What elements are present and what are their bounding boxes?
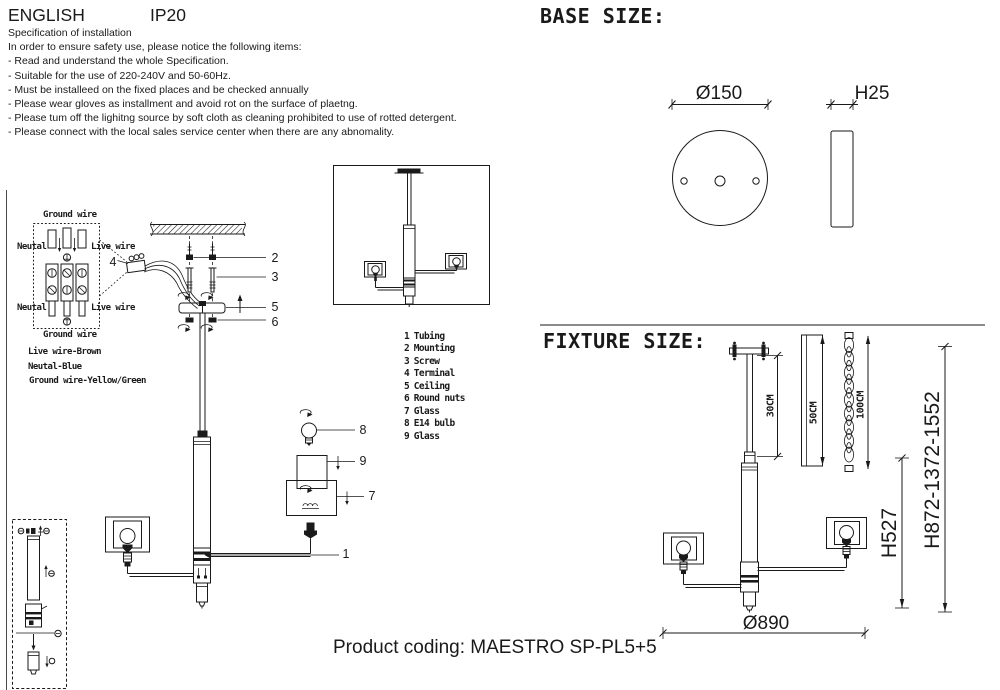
fixture-diameter-label: Ø890 <box>742 613 790 634</box>
fixture-size-title: FIXTURE SIZE: <box>543 329 707 353</box>
callout-glass-inner: 9 <box>359 454 367 468</box>
callout-round-nuts: 6 <box>271 315 279 329</box>
base-height-label: H25 <box>854 83 890 104</box>
wiring-diagram-drawing <box>33 223 128 329</box>
assembled-view-inset <box>333 165 490 307</box>
spec-item: - Must be installeed on the fixed places… <box>8 83 309 96</box>
callout-e14-bulb: 8 <box>359 423 367 437</box>
callout-glass-outer: 7 <box>368 489 376 503</box>
spec-title: Specification of installation <box>8 27 132 39</box>
chain-length-label: 100CM <box>855 390 867 420</box>
spec-intro: In order to ensure safety use, please no… <box>8 41 302 54</box>
callout-terminal: 4 <box>109 255 117 269</box>
spec-section: Specification of installation In order t… <box>8 26 457 140</box>
neutral-top-label: Neutal <box>17 242 47 252</box>
base-size-title: BASE SIZE: <box>540 4 666 28</box>
spec-item: - Read and understand the whole Specific… <box>8 55 229 68</box>
extension-rod-label: 50CM <box>808 401 820 425</box>
rod-length-label: 30CM <box>765 394 777 418</box>
spec-item: - Please wear gloves as installment and … <box>8 98 358 111</box>
neutral-bottom-label: Neutal <box>17 303 47 313</box>
ground-wire-top-label: Ground wire <box>43 210 97 220</box>
callout-tubing: 1 <box>342 547 350 561</box>
callout-ceiling: 5 <box>271 300 279 314</box>
language-label: ENGLISH <box>8 5 85 25</box>
spec-item: - Please tum off the lighitng source by … <box>8 112 457 125</box>
live-wire-top-label: Live wire <box>91 242 135 252</box>
base-size-drawing <box>668 99 858 228</box>
fixture-height-label: H527 <box>878 507 901 559</box>
base-diameter-label: Ø150 <box>695 83 743 104</box>
ground-wire-bottom-label: Ground wire <box>43 330 97 340</box>
legend-neutral-wire: Neutal-Blue <box>28 362 82 372</box>
fixture-size-drawing <box>540 324 985 639</box>
installation-drawing <box>105 221 364 609</box>
callout-mounting: 2 <box>271 251 279 265</box>
spec-item: - Suitable for the use of 220-240V and 5… <box>8 69 231 82</box>
legend-ground-wire: Ground wire-Yellow/Green <box>29 376 146 386</box>
legend-live-wire: Live wire-Brown <box>28 347 102 357</box>
callout-screw: 3 <box>271 270 279 284</box>
live-wire-bottom-label: Live wire <box>91 303 135 313</box>
column-detail-inset <box>12 519 67 689</box>
spec-item: - Please connect with the local sales se… <box>8 126 395 139</box>
overall-height-label: H872-1372-1552 <box>921 391 944 549</box>
product-coding: Product coding: MAESTRO SP-PL5+5 <box>333 637 657 658</box>
ip-rating-label: IP20 <box>150 5 186 25</box>
